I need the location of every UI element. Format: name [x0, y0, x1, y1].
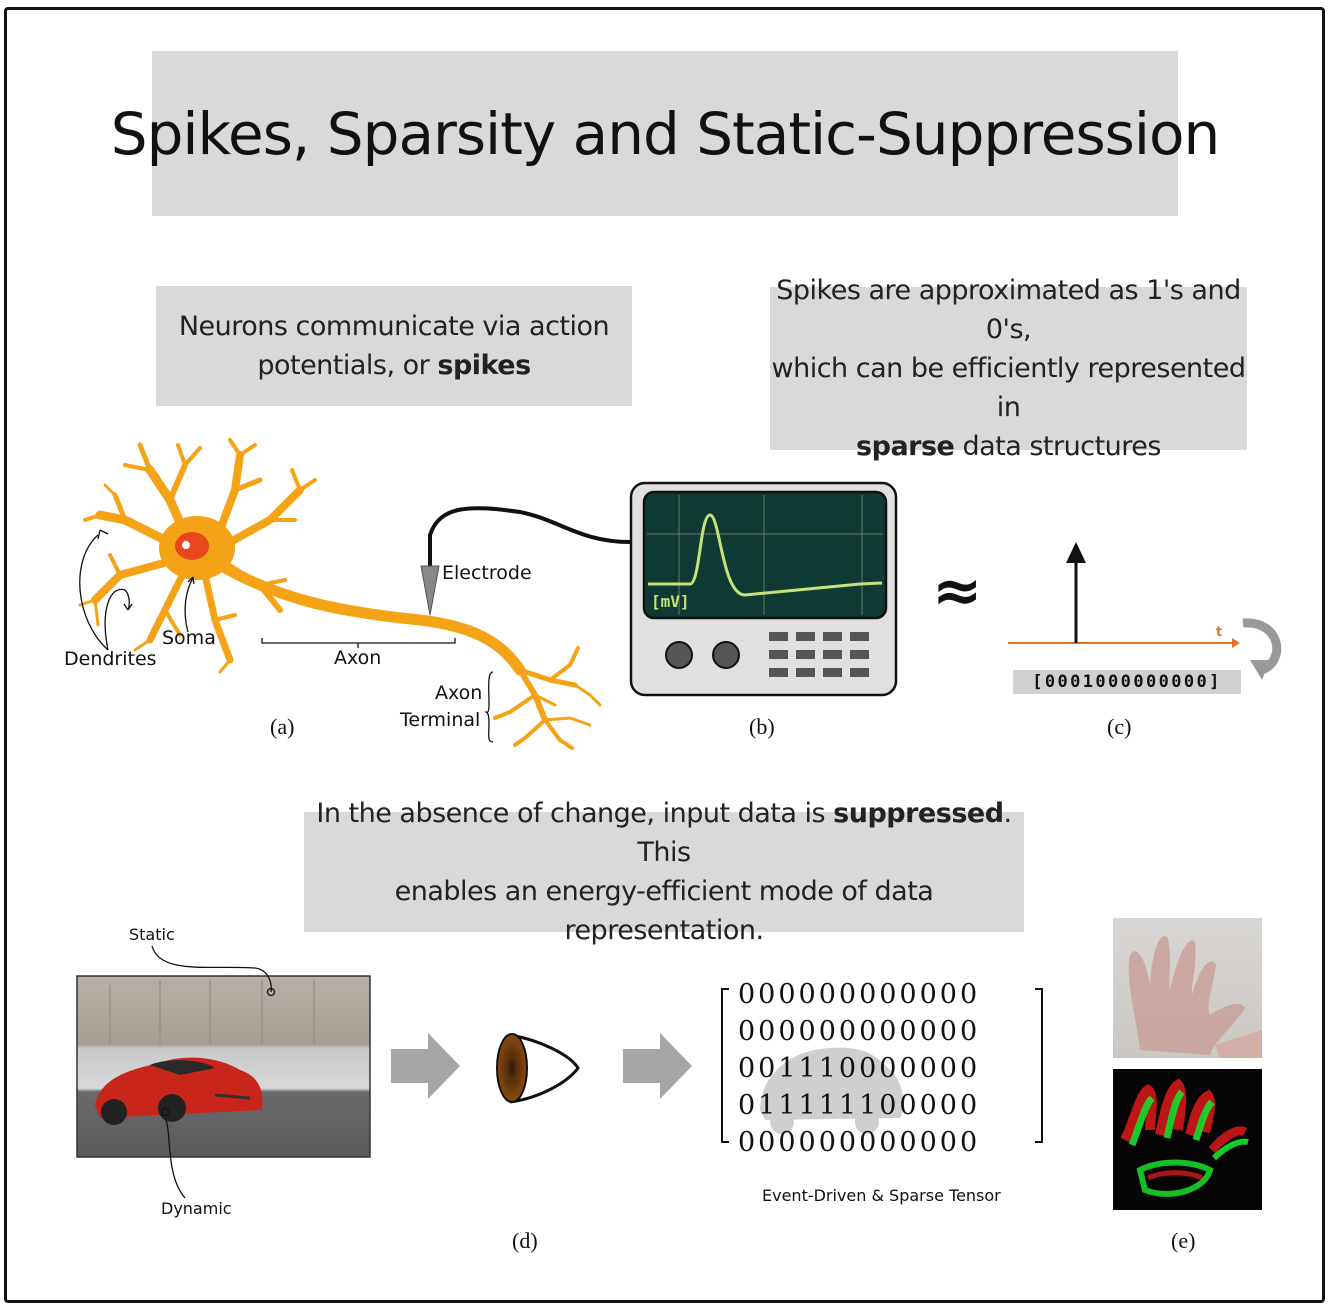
- cycle-arrow: [1242, 618, 1282, 675]
- scope-knob-left: [665, 641, 693, 669]
- matrix-brackets: [721, 988, 1043, 1143]
- label-axon-terminal-1: Axon: [435, 682, 483, 704]
- time-axis-arrow: [1232, 638, 1240, 648]
- spike-plot: [1008, 542, 1282, 680]
- figure-frame: [4, 7, 1325, 1303]
- bit-vector: [0001000000000]: [1013, 670, 1241, 694]
- matrix-row: 000000000000: [738, 979, 981, 1010]
- oscilloscope: [629, 481, 898, 697]
- callout-suppressed-line2: enables an energy-efficient mode of data…: [394, 876, 934, 946]
- scope-keypad: [769, 632, 869, 677]
- callout-sparse: Spikes are approximated as 1's and 0's, …: [770, 275, 1247, 462]
- scope-knob-right: [712, 641, 740, 669]
- hand-photo: [1113, 918, 1262, 1058]
- callout-neurons-bold: spikes: [437, 350, 531, 381]
- electrode-tip: [420, 565, 440, 616]
- callout-neurons-line1: Neurons communicate via action: [178, 311, 610, 342]
- block-arrow-1: [391, 1033, 460, 1099]
- callout-sparse-line1: Spikes are approximated as 1's and 0's,: [776, 275, 1241, 345]
- matrix-row: 011111100000: [738, 1090, 981, 1121]
- label-electrode: Electrode: [442, 562, 532, 584]
- time-axis-label: t: [1216, 625, 1223, 640]
- caption-e: (e): [1171, 1228, 1196, 1253]
- matrix-caption: Event-Driven & Sparse Tensor: [762, 1186, 1001, 1205]
- car-body: [95, 1057, 263, 1118]
- eye-illustration: [496, 1033, 580, 1104]
- callout-sparse-line3: sparse data structures: [770, 427, 1247, 466]
- figure-title: Spikes, Sparsity and Static-Suppression: [110, 99, 1220, 168]
- silhouette-wheel-2: [855, 1110, 879, 1134]
- sparse-matrix: 000000000000 000000000000 001110000000 0…: [738, 976, 980, 1161]
- caption-d: (d): [512, 1228, 538, 1253]
- scope-trace: [648, 513, 883, 597]
- scope-unit-label: [mV]: [651, 592, 690, 611]
- nucleolus: [182, 541, 190, 549]
- matrix-row: 000000000000: [738, 1127, 981, 1158]
- label-dynamic: Dynamic: [161, 1199, 232, 1218]
- caption-b: (b): [749, 714, 775, 739]
- caption-a: (a): [270, 714, 295, 739]
- car-pointers: [151, 945, 276, 1199]
- callout-neurons-line2-text: potentials, or: [257, 350, 438, 381]
- car-grille: [214, 1093, 251, 1100]
- neuron-pointers: [79, 529, 494, 743]
- label-dendrites: Dendrites: [64, 648, 157, 670]
- callout-suppressed-line1: In the absence of change, input data is …: [304, 794, 1024, 872]
- callout-neurons: Neurons communicate via action potential…: [156, 286, 632, 406]
- callout-sparse-bold: sparse: [856, 431, 955, 462]
- wall-panels: [109, 980, 315, 1045]
- matrix-row: 001110000000: [738, 1053, 981, 1084]
- callout-sparse-line3-text: data structures: [954, 431, 1161, 462]
- title-banner: Spikes, Sparsity and Static-Suppression: [111, 51, 1220, 216]
- label-axon: Axon: [334, 647, 382, 669]
- spike-arrowhead: [1066, 542, 1086, 563]
- scope-grid: [647, 495, 883, 615]
- car-silhouette: [760, 1047, 904, 1120]
- callout-suppressed-line1-end: . This: [637, 798, 1012, 868]
- car-wheel-front: [101, 1099, 127, 1125]
- silhouette-wheel-1: [770, 1110, 794, 1134]
- car-window: [150, 1060, 215, 1075]
- callout-suppressed: In the absence of change, input data is …: [304, 798, 1024, 946]
- callout-suppressed-bold: suppressed: [833, 798, 1004, 829]
- car-wheel-rear: [158, 1094, 186, 1122]
- label-axon-terminal-2: Terminal: [400, 709, 481, 731]
- electrode-wire: [428, 506, 631, 568]
- event-camera-image: [1113, 1069, 1262, 1210]
- callout-neurons-line2: potentials, or spikes: [179, 346, 609, 385]
- callout-suppressed-line1-text: In the absence of change, input data is: [316, 798, 834, 829]
- matrix-row: 000000000000: [738, 1016, 981, 1047]
- caption-c: (c): [1107, 714, 1132, 739]
- approx-symbol: ≈: [932, 556, 983, 626]
- label-soma: Soma: [162, 627, 216, 649]
- car-photo: [76, 975, 371, 1158]
- cycle-arrowhead: [1250, 660, 1270, 680]
- soma-nucleus: [175, 532, 209, 560]
- block-arrow-2: [623, 1033, 692, 1099]
- callout-sparse-line2: which can be efficiently represented in: [771, 353, 1247, 423]
- neuron-illustration: [78, 438, 602, 750]
- label-static: Static: [129, 925, 175, 944]
